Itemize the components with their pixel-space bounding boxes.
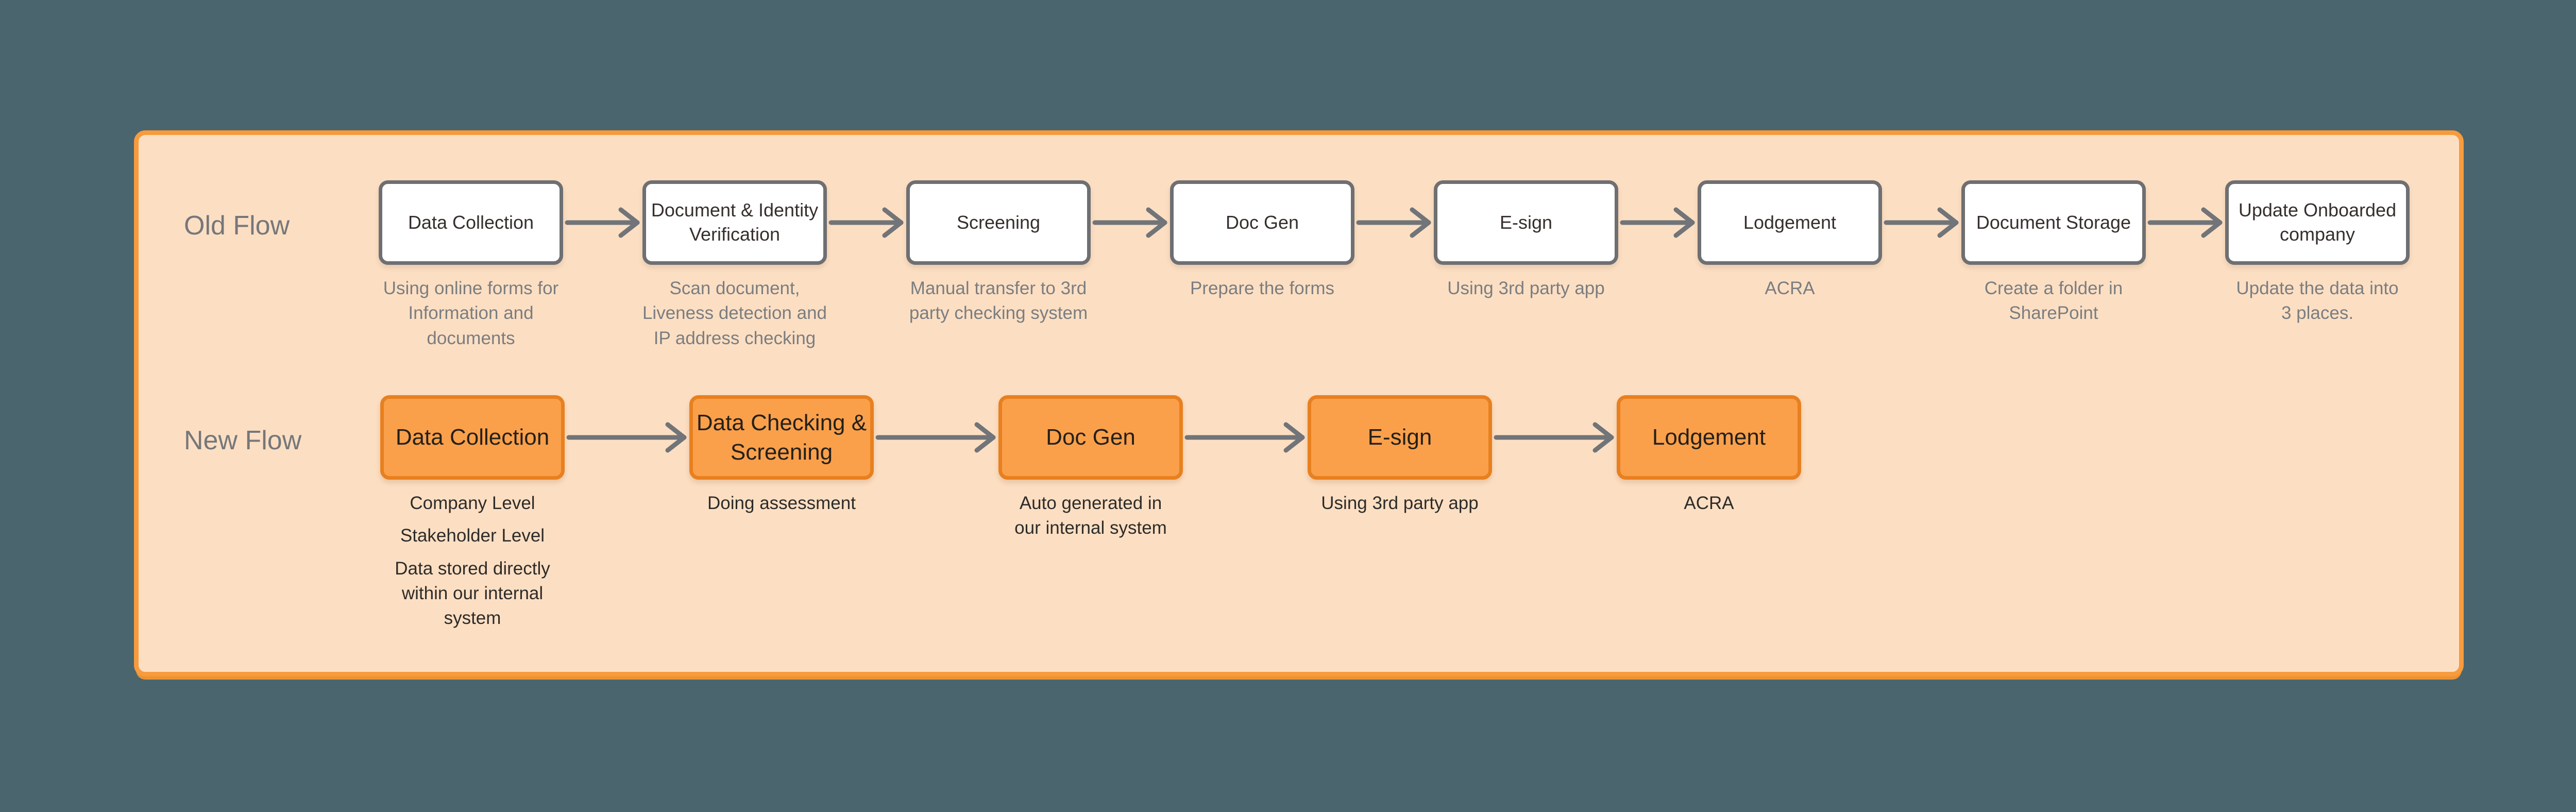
- flow-step-caption: Using online forms for Information and d…: [347, 276, 595, 351]
- caption-line: Using 3rd party app: [1321, 493, 1479, 513]
- flow-step-title: E-sign: [1367, 425, 1432, 450]
- caption-line: Prepare the forms: [1190, 278, 1335, 298]
- caption-line: Update the data into 3 places.: [2236, 278, 2399, 324]
- flow-step-title: Data Checking & Screening: [696, 410, 867, 465]
- flow-step-box[interactable]: Screening: [906, 180, 1091, 265]
- flow-step: E-sign Using 3rd party app: [1308, 395, 1492, 516]
- flow-step-caption: Using 3rd party app: [1402, 276, 1650, 301]
- flow-step-title: Doc Gen: [1046, 425, 1136, 450]
- flow-step-title: Screening: [956, 211, 1041, 233]
- flow-step-caption: Using 3rd party app: [1276, 491, 1523, 516]
- old-flow-label: Old Flow: [184, 211, 290, 241]
- flow-step-title: Lodgement: [1652, 425, 1766, 450]
- flow-step-title: Document Storage: [1976, 211, 2131, 233]
- flow-step-title: Lodgement: [1743, 211, 1837, 233]
- flow-arrow-icon[interactable]: [1183, 422, 1308, 453]
- caption-line: Manual transfer to 3rd party checking sy…: [909, 278, 1088, 324]
- new-flow-label: New Flow: [184, 426, 302, 455]
- flow-arrow-icon[interactable]: [1618, 207, 1698, 238]
- flow-step-caption: Auto generated in our internal system: [967, 491, 1214, 541]
- flow-arrow-icon[interactable]: [1882, 207, 1961, 238]
- flow-step: Screening Manual transfer to 3rd party c…: [906, 180, 1091, 326]
- flow-step: Data Collection Using online forms for I…: [379, 180, 563, 351]
- flow-step-title: Update Onboarded company: [2238, 199, 2397, 245]
- caption-line: ACRA: [1765, 278, 1815, 298]
- flow-arrow-icon[interactable]: [563, 207, 642, 238]
- flow-arrow-icon[interactable]: [874, 422, 998, 453]
- flow-step-caption: Doing assessment: [658, 491, 905, 516]
- caption-line: Scan document, Liveness detection and IP…: [642, 278, 827, 348]
- flow-step: Lodgement ACRA: [1698, 180, 1882, 301]
- flow-step-title: Doc Gen: [1225, 211, 1299, 233]
- flow-step-title: Data Collection: [408, 211, 534, 233]
- caption-line: Using 3rd party app: [1447, 278, 1605, 298]
- flow-step-title: E-sign: [1499, 211, 1553, 233]
- flow-step-caption: ACRA: [1666, 276, 1913, 301]
- caption-line: Create a folder in SharePoint: [1984, 278, 2123, 324]
- flow-arrow-icon[interactable]: [827, 207, 906, 238]
- caption-line: Company Level: [410, 493, 535, 513]
- flow-comparison-panel: Old Flow New Flow Data Collection Using …: [134, 130, 2464, 676]
- caption-line: ACRA: [1684, 493, 1734, 513]
- flow-step-caption: Create a folder in SharePoint: [1930, 276, 2177, 326]
- flow-step-box[interactable]: Data Checking & Screening: [689, 395, 874, 480]
- flow-arrow-icon[interactable]: [2146, 207, 2225, 238]
- flow-step-box[interactable]: Document Storage: [1961, 180, 2146, 265]
- flow-step: Doc Gen Prepare the forms: [1170, 180, 1354, 301]
- flow-step: Doc Gen Auto generated in our internal s…: [998, 395, 1183, 541]
- flow-step-box[interactable]: Data Collection: [380, 395, 565, 480]
- flow-step-caption: Manual transfer to 3rd party checking sy…: [875, 276, 1122, 326]
- flow-arrow-icon[interactable]: [1091, 207, 1170, 238]
- flow-step-title: Data Collection: [395, 425, 550, 450]
- caption-line: Stakeholder Level: [400, 526, 545, 546]
- caption-line: Using online forms for Information and d…: [383, 278, 559, 348]
- caption-line: Data stored directly within our internal…: [395, 558, 550, 629]
- flow-arrow-icon[interactable]: [1492, 422, 1617, 453]
- flow-step: Update Onboarded company Update the data…: [2225, 180, 2410, 326]
- flow-step-box[interactable]: E-sign: [1434, 180, 1618, 265]
- flow-step-box[interactable]: Doc Gen: [998, 395, 1183, 480]
- flow-step-caption: ACRA: [1585, 491, 1833, 516]
- flow-step-caption: Prepare the forms: [1139, 276, 1386, 301]
- flow-step-box[interactable]: Update Onboarded company: [2225, 180, 2410, 265]
- caption-line: Auto generated in our internal system: [1014, 493, 1167, 538]
- flow-step: Lodgement ACRA: [1617, 395, 1801, 516]
- old-flow-row: Data Collection Using online forms for I…: [379, 180, 2410, 351]
- flow-step-caption: Update the data into 3 places.: [2194, 276, 2441, 326]
- flow-step: Document & Identity Verification Scan do…: [642, 180, 827, 351]
- flow-step: Data Checking & Screening Doing assessme…: [689, 395, 874, 516]
- flow-step-box[interactable]: Data Collection: [379, 180, 563, 265]
- flow-arrow-icon[interactable]: [565, 422, 689, 453]
- flow-arrow-icon[interactable]: [1354, 207, 1434, 238]
- flow-step-box[interactable]: Lodgement: [1617, 395, 1801, 480]
- flow-step-box[interactable]: Document & Identity Verification: [642, 180, 827, 265]
- flow-step: Document Storage Create a folder in Shar…: [1961, 180, 2146, 326]
- flow-step-caption: Scan document, Liveness detection and IP…: [611, 276, 858, 351]
- caption-line: Doing assessment: [707, 493, 856, 513]
- flow-step-box[interactable]: Doc Gen: [1170, 180, 1354, 265]
- flow-step: E-sign Using 3rd party app: [1434, 180, 1618, 301]
- flow-step-title: Document & Identity Verification: [651, 199, 819, 245]
- flow-step-box[interactable]: Lodgement: [1698, 180, 1882, 265]
- flow-step-box[interactable]: E-sign: [1308, 395, 1492, 480]
